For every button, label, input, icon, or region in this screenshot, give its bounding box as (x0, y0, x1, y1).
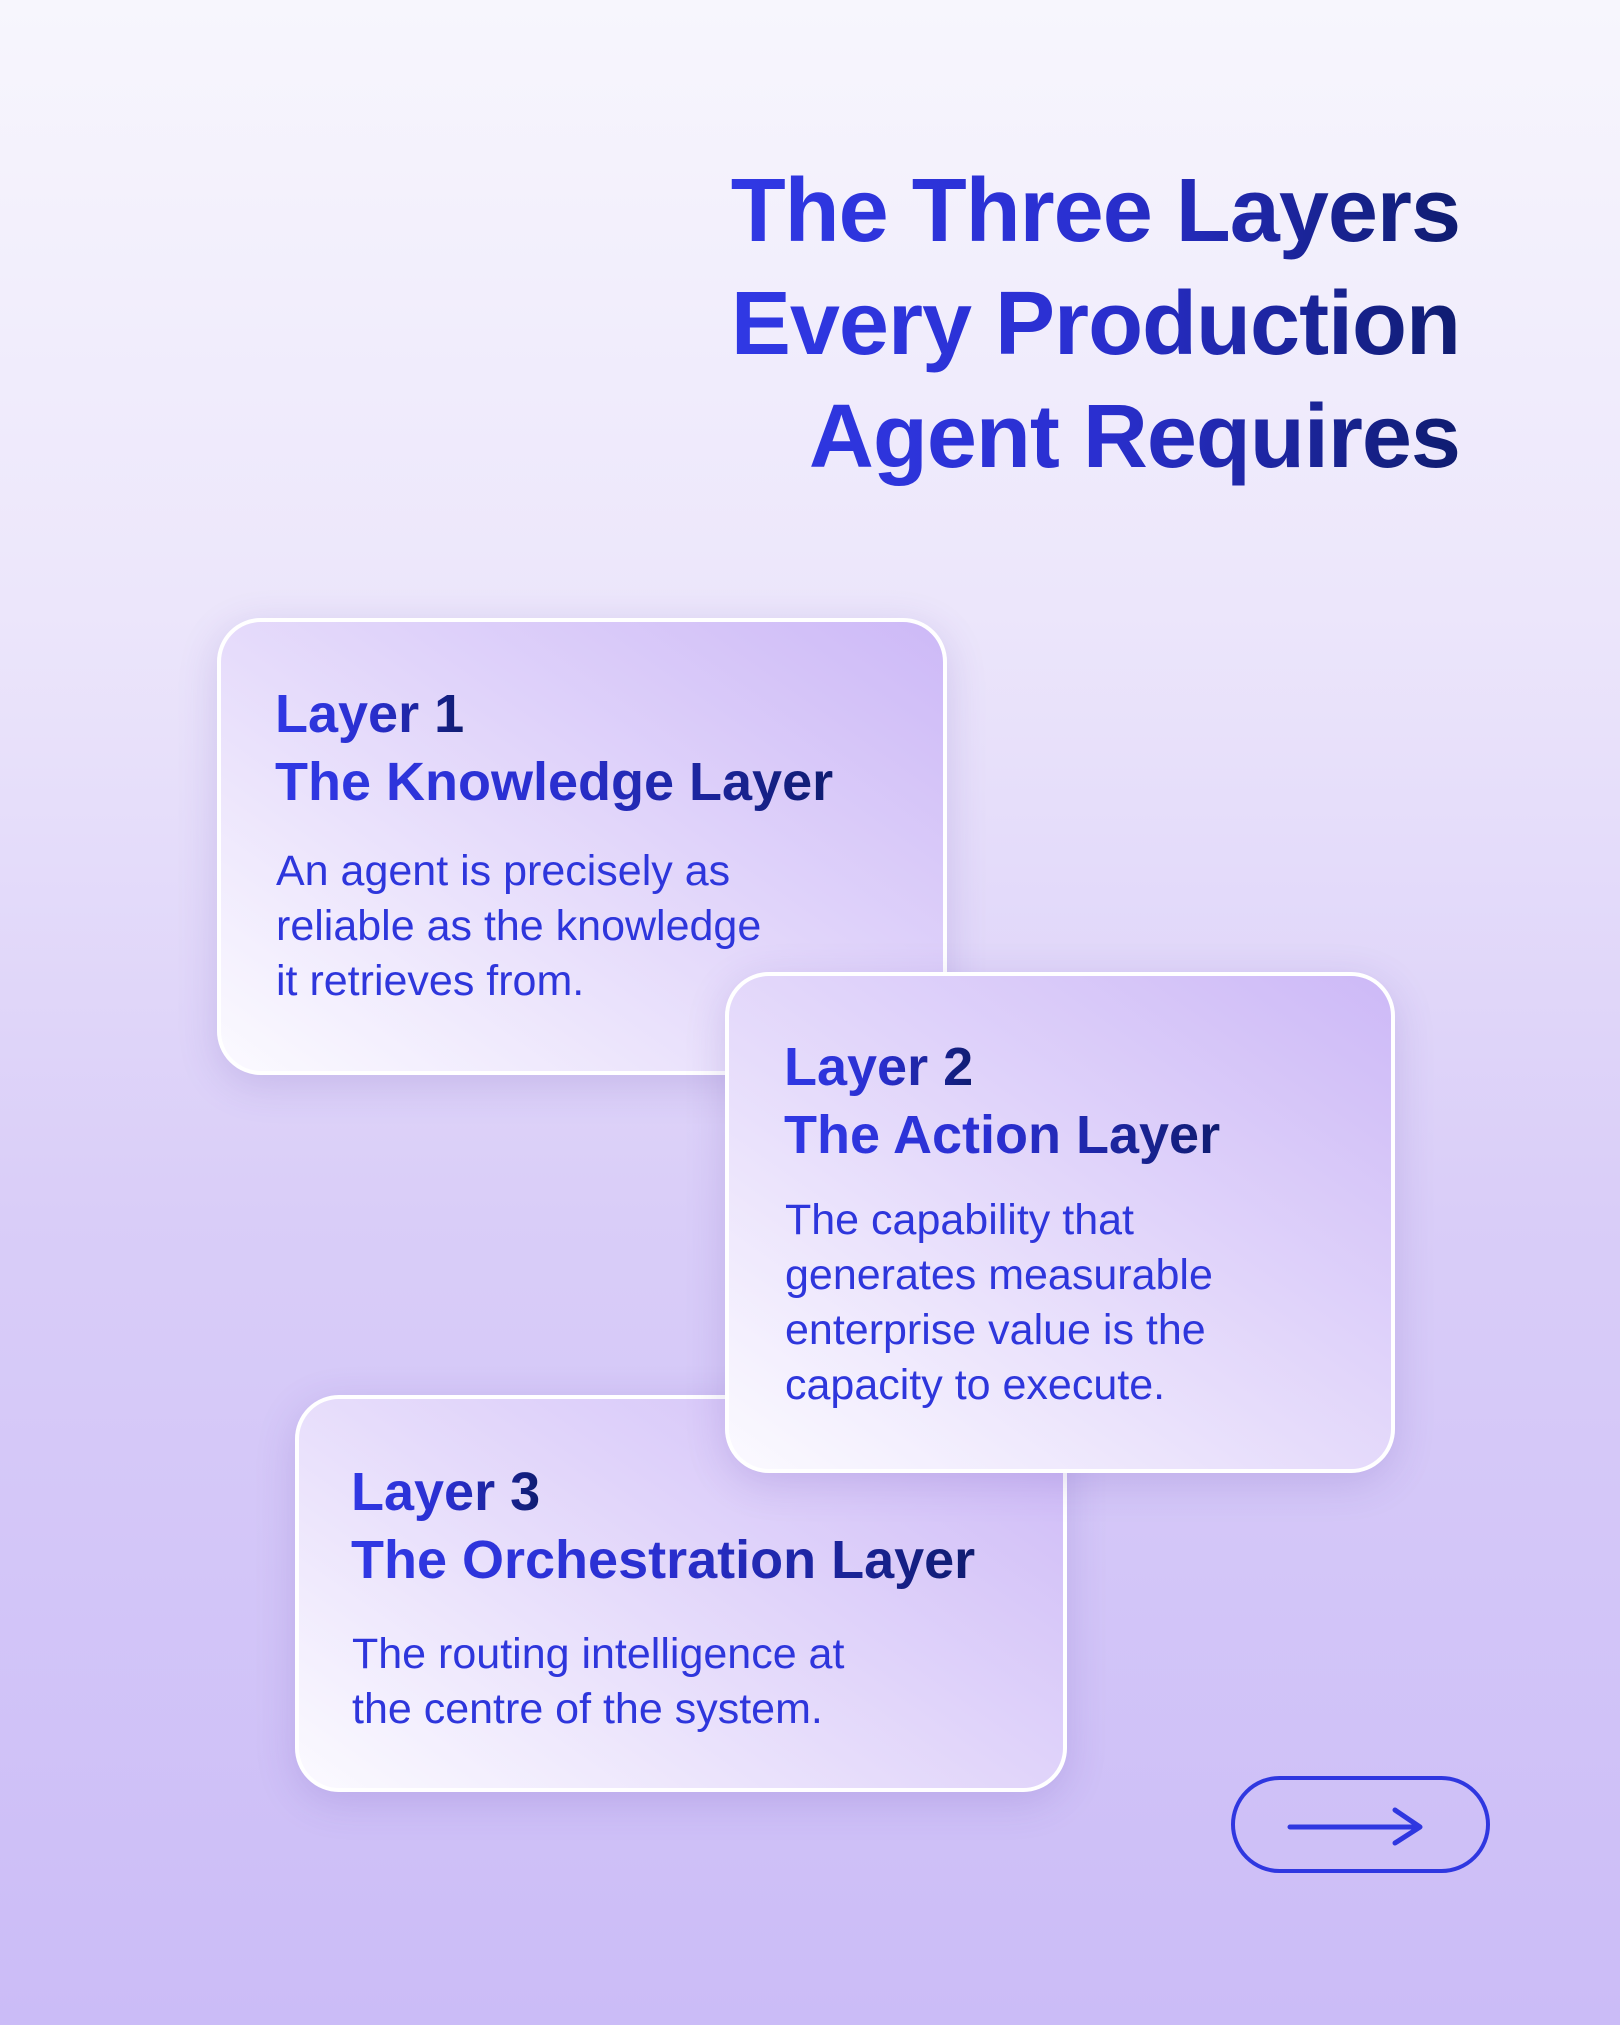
page-title: The Three Layers Every Production Agent … (731, 155, 1461, 494)
title-line: Agent Requires (731, 381, 1461, 494)
arrow-right-icon (1287, 1807, 1423, 1846)
layer-label: Layer 2 (784, 1033, 973, 1101)
layer-card-2 (725, 972, 1395, 1473)
layer-card-1-heading: Layer 1 The Knowledge Layer (275, 680, 833, 816)
description-line: the centre of the system. (352, 1685, 823, 1733)
title-line: Every Production (731, 268, 1461, 381)
layer-card-2-heading: Layer 2 The Action Layer (784, 1033, 1220, 1169)
layer-label: Layer 1 (275, 680, 464, 748)
layer-card-3-heading: Layer 3 The Orchestration Layer (351, 1458, 975, 1594)
description-line: An agent is precisely as (276, 847, 731, 895)
layer-name: The Knowledge Layer (275, 748, 833, 816)
description-line: it retrieves from. (276, 957, 585, 1005)
description-line: reliable as the knowledge (276, 902, 762, 950)
layer-name: The Action Layer (784, 1101, 1220, 1169)
title-line: The Three Layers (731, 155, 1461, 268)
description-line: capacity to execute. (785, 1361, 1166, 1409)
layer-name: The Orchestration Layer (351, 1526, 975, 1594)
layer-card-1-description: An agent is precisely as reliable as the… (276, 844, 761, 1009)
description-line: generates measurable (785, 1251, 1213, 1299)
description-line: The capability that (785, 1196, 1134, 1244)
layer-label: Layer 3 (351, 1458, 540, 1526)
next-button[interactable] (1231, 1776, 1490, 1873)
layer-card-2-description: The capability that generates measurable… (785, 1193, 1213, 1413)
description-line: The routing intelligence at (352, 1630, 845, 1678)
layer-card-3-description: The routing intelligence at the centre o… (352, 1627, 844, 1737)
description-line: enterprise value is the (785, 1306, 1206, 1354)
